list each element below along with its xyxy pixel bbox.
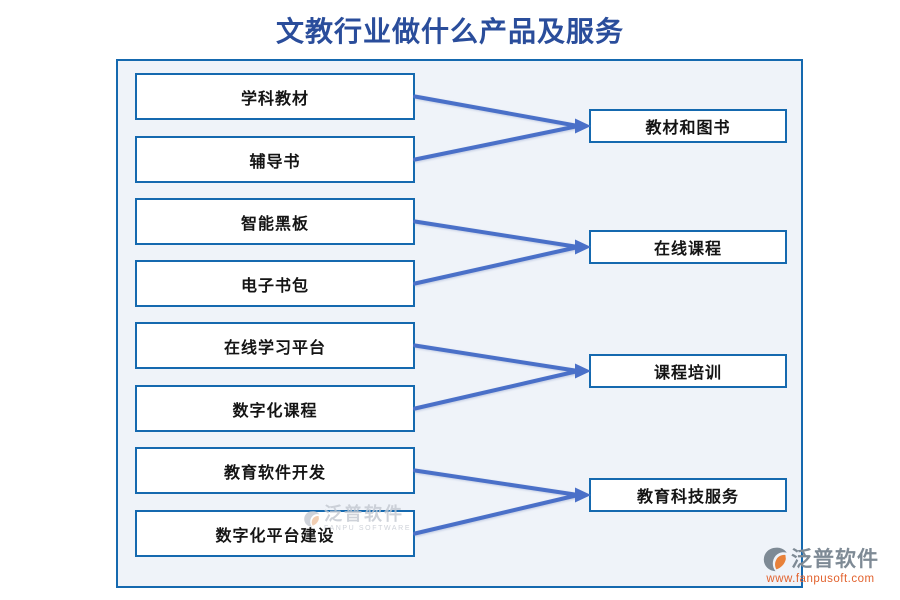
brand-website: www.fanpusoft.com (766, 573, 875, 585)
left-node-8: 数字化平台建设 (135, 510, 415, 557)
left-node-7: 教育软件开发 (135, 447, 415, 494)
left-node-4: 电子书包 (135, 260, 415, 307)
brand-logo-icon (763, 547, 787, 572)
right-node-2: 在线课程 (589, 230, 787, 264)
brand-logo: 泛普软件 www.fanpusoft.com (762, 546, 879, 586)
left-node-3: 智能黑板 (135, 198, 415, 245)
right-node-3: 课程培训 (589, 354, 787, 388)
right-node-1: 教材和图书 (589, 109, 787, 143)
watermark-name: 泛普软件 (324, 504, 404, 524)
left-node-6: 数字化课程 (135, 385, 415, 432)
watermark: 泛普软件 FANPU SOFTWARE (303, 505, 411, 532)
left-node-2: 辅导书 (135, 136, 415, 183)
right-node-4: 教育科技服务 (589, 478, 787, 512)
watermark-logo-icon (304, 510, 320, 527)
watermark-caption: FANPU SOFTWARE (324, 525, 412, 532)
brand-name: 泛普软件 (791, 547, 879, 571)
left-node-1: 学科教材 (135, 73, 415, 120)
left-node-5: 在线学习平台 (135, 322, 415, 369)
page-title: 文教行业做什么产品及服务 (275, 17, 624, 48)
